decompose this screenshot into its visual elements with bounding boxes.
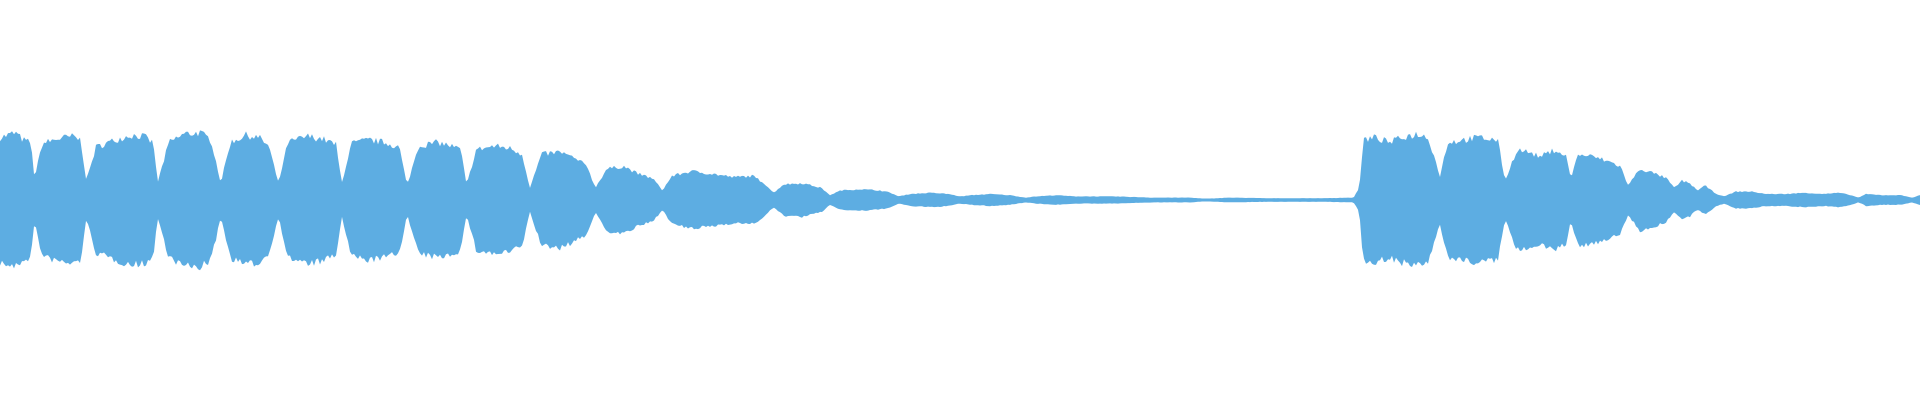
waveform-shape [0, 130, 1920, 271]
